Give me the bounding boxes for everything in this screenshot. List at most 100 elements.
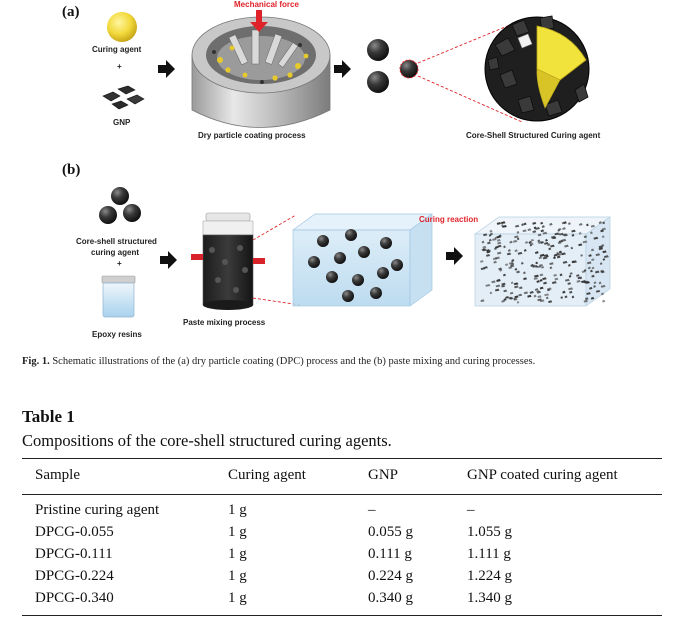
gnp-flake (567, 282, 572, 285)
gnp-flake (527, 294, 532, 298)
gnp-flake (523, 277, 528, 281)
gnp-flake (489, 229, 493, 233)
header-curing-agent: Curing agent (228, 467, 306, 483)
table-title: Table 1 (22, 407, 75, 426)
gnp-flake (533, 277, 539, 280)
gnp-flake (591, 248, 595, 252)
gnp-flake (601, 292, 605, 296)
gnp-flake (554, 232, 559, 236)
table-header-rule (22, 494, 662, 495)
gnp-flake (528, 240, 532, 244)
gnp-flake (602, 299, 606, 303)
gnp-flake (535, 261, 539, 265)
gnp-flake (501, 223, 504, 227)
gnp-flake (553, 273, 558, 277)
gnp-flake (503, 298, 507, 301)
gnp-flake (546, 296, 549, 300)
gnp-flake (513, 282, 519, 286)
gnp-flake (598, 221, 603, 224)
gnp-flake (539, 299, 545, 303)
curing-reaction-label: Curing reaction (419, 215, 479, 224)
gnp-flake (558, 250, 563, 254)
schematic-illustration (99, 10, 612, 318)
gnp-flake (508, 261, 514, 265)
gnp-flake (503, 289, 508, 293)
gnp-flake (537, 239, 541, 243)
gnp-flake (571, 295, 575, 299)
gnp-flake (583, 269, 587, 272)
gnp-flake (588, 254, 592, 257)
cured-box (473, 216, 612, 307)
gnp-flake (519, 286, 523, 290)
gnp-flake (563, 221, 567, 225)
gnp-flake (520, 261, 524, 265)
gnp-flake (539, 279, 543, 282)
gnp-flake (590, 269, 593, 273)
gnp-flake (591, 274, 595, 278)
gnp-flake (583, 299, 588, 303)
gnp-flake (600, 284, 606, 288)
schematic-figure: (a) Mechanical force Curing agent + GNP … (62, 0, 612, 339)
gnp-flake (497, 241, 502, 245)
gnp-flake (534, 288, 539, 291)
gnp-flake (494, 288, 500, 292)
gnp-flake (590, 296, 595, 300)
gnp-flake (535, 227, 540, 230)
cell-gnp: – (368, 502, 376, 518)
header-gnp-coated: GNP coated curing agent (467, 467, 618, 483)
core-shell-result-label: Core-Shell Structured Curing agent (466, 131, 601, 140)
gnp-flake (536, 290, 540, 293)
gnp-flake (540, 221, 544, 225)
gnp-flake (548, 247, 552, 251)
gnp-flake (543, 254, 549, 257)
gnp-flake (578, 222, 583, 226)
gnp-flake (556, 251, 559, 255)
gnp-flake (590, 231, 593, 235)
gnp-flake (551, 281, 557, 284)
core-shell-label-line2: curing agent (91, 248, 140, 257)
gnp-flake (480, 299, 485, 303)
process-arrow (334, 60, 351, 78)
cell-sample: Pristine curing agent (35, 502, 160, 518)
gnp-flake (482, 245, 487, 249)
curing-agent-particle (107, 12, 137, 42)
cell-gnp-coated: 1.111 g (467, 546, 511, 562)
gnp-flake (575, 274, 580, 277)
gnp-flake (561, 238, 567, 242)
gnp-flake (492, 257, 498, 261)
gnp-flake (549, 266, 553, 270)
gnp-flake (598, 281, 602, 285)
gnp-flake (553, 256, 556, 260)
gnp-flake (517, 251, 523, 255)
gnp-flake (521, 223, 524, 227)
panel-a-label: (a) (62, 4, 80, 20)
gnp-flake (516, 237, 520, 241)
gnp-flake (564, 278, 570, 282)
gnp-flake (508, 296, 512, 300)
gnp-flake (530, 238, 535, 242)
gnp-flake (569, 290, 573, 294)
gnp-flake (535, 264, 538, 268)
table-bottom-rule (22, 615, 662, 617)
caption-text: Schematic illustrations of the (a) dry p… (52, 356, 536, 367)
gnp-flake (516, 270, 521, 274)
dpc-process-label: Dry particle coating process (198, 131, 306, 140)
gnp-flake (564, 295, 568, 299)
gnp-flake (497, 251, 502, 255)
gnp-flake (480, 267, 486, 271)
gnp-flake (602, 221, 606, 225)
gnp-flake (485, 253, 491, 257)
gnp-flake (506, 252, 512, 256)
epoxy-vial (101, 275, 136, 318)
gnp-flake (481, 240, 485, 244)
gnp-flake (538, 256, 543, 260)
paste-mixing-label: Paste mixing process (183, 318, 266, 327)
gnp-flake (523, 222, 527, 226)
coated-particle (367, 71, 389, 93)
gnp-flake (603, 255, 609, 258)
gnp-flake (591, 266, 595, 270)
cell-gnp-coated: 1.055 g (467, 524, 512, 540)
gnp-flake (568, 287, 574, 291)
resin-box (291, 213, 434, 307)
cell-sample: DPCG-0.224 (35, 568, 114, 584)
